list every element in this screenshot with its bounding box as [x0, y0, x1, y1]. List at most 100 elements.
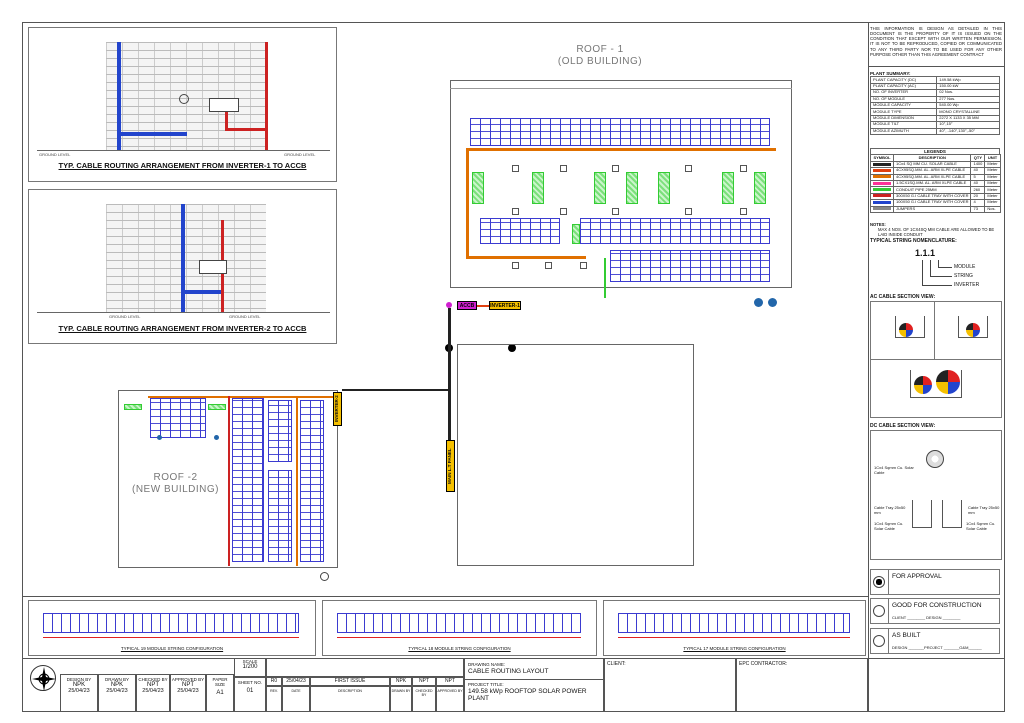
- plant-summary-cell: MODULE AZIMUTH: [869, 127, 938, 135]
- plant-summary-cell: NO. OF MODULE: [869, 95, 938, 103]
- walkway: [722, 172, 734, 204]
- string-config-18-caption: TYPICAL 18 MODULE STRING CONFIGURATION: [408, 646, 511, 651]
- epc-cell: EPC CONTRACTOR:: [736, 658, 868, 712]
- red-cable-tray: [225, 128, 267, 131]
- column: [685, 208, 692, 215]
- drawn-by-cell: DRAWN BY NPK 25/04/23: [98, 674, 136, 712]
- drawn-by-value: NPK: [110, 682, 124, 688]
- checked-date: 25/04/23: [142, 688, 164, 694]
- column: [560, 165, 567, 172]
- legend-desc: JUMPERS: [892, 205, 972, 213]
- plant-summary: PLANT SUMMARY: PLANT CAPACITY (DC)149.58…: [869, 71, 1000, 135]
- ground-level-label: GROUND LEVEL: [39, 152, 71, 157]
- inverter1-caption: TYP. CABLE ROUTING ARRANGEMENT FROM INVE…: [58, 161, 307, 170]
- approval-checkbox[interactable]: [873, 635, 885, 647]
- client-cell: CLIENT:: [604, 658, 736, 712]
- legend-header: SYMBOL: [870, 154, 894, 162]
- roof2-subtitle: (NEW BUILDING): [132, 484, 219, 495]
- ground-line: [37, 312, 330, 313]
- legend-symbol: [870, 160, 894, 169]
- main-lt-tag: MAIN L.T PANEL: [446, 440, 455, 492]
- approval-divider: [888, 570, 889, 594]
- accb-point: [446, 302, 452, 308]
- string-modules: [337, 613, 581, 633]
- nomenclature-code: 1.1.1: [915, 248, 936, 258]
- pv-array: [268, 470, 292, 562]
- compass-logo: [30, 665, 56, 691]
- legends-title: LEGENDS: [870, 148, 1000, 155]
- column: [580, 262, 587, 269]
- string-modules: [43, 613, 299, 633]
- blue-cable-tray: [117, 132, 187, 136]
- column: [612, 208, 619, 215]
- pv-array: [232, 398, 264, 562]
- plant-summary-cell: 02 Nos.: [936, 89, 1000, 97]
- red-cable-tray: [265, 42, 268, 150]
- nomenclature-lines: [938, 260, 952, 268]
- rev-drawn: NPK: [390, 677, 412, 686]
- column: [740, 165, 747, 172]
- walkway: [658, 172, 670, 204]
- approval-divider: [888, 599, 889, 623]
- legend-symbol: [870, 192, 894, 201]
- legend-swatch: [873, 168, 891, 172]
- dc-cable-tray: [466, 256, 586, 259]
- ac-cable: [477, 305, 489, 307]
- approval-sublabel: DESIGN _______PROJECT _______O&M______: [892, 645, 982, 650]
- column: [512, 262, 519, 269]
- approval-checkbox[interactable]: [873, 576, 885, 588]
- pv-array: [480, 218, 560, 244]
- design-by-label: DESIGN BY: [66, 677, 92, 682]
- ac-section-title: AC CABLE SECTION VIEW:: [870, 294, 936, 300]
- dc-section-title: DC CABLE SECTION VIEW:: [870, 423, 936, 429]
- inverter-box: [199, 260, 227, 274]
- epc-label: EPC CONTRACTOR:: [739, 661, 788, 667]
- cable-section: [966, 323, 980, 337]
- walkway: [124, 404, 142, 410]
- ground-line: [37, 150, 330, 151]
- dc-cable-section: [926, 450, 944, 468]
- legend-swatch: [873, 175, 891, 179]
- nomenclature-lines: [922, 260, 952, 286]
- drawing-name: CABLE ROUTING LAYOUT: [468, 668, 549, 675]
- walkway: [472, 172, 484, 204]
- drawn-date: 25/04/23: [106, 688, 128, 694]
- roof1-subtitle: (OLD BUILDING): [557, 56, 643, 67]
- plant-summary-cell: MODULE TYPE: [869, 108, 938, 116]
- rev-blank-row: [266, 658, 464, 677]
- walkway: [626, 172, 638, 204]
- termination-point: [508, 344, 516, 352]
- column: [612, 165, 619, 172]
- plant-summary-cell: 2272 X 1133 X 35 MM: [936, 114, 1000, 123]
- design-by-value: NPK: [72, 682, 86, 688]
- inverter-box: [209, 98, 239, 112]
- dc-cable-tray: [466, 148, 776, 151]
- dc-cable-label: 1Cx4 Sqmm Cu. Solar Cable: [874, 521, 904, 531]
- column: [740, 208, 747, 215]
- string-config-row: [22, 596, 868, 658]
- column: [685, 165, 692, 172]
- plant-summary-cell: 10°,15°: [936, 121, 1000, 129]
- inverter2-caption: TYP. CABLE ROUTING ARRANGEMENT FROM INVE…: [58, 324, 307, 333]
- legend-swatch: [873, 162, 891, 166]
- main-cable: [342, 389, 450, 391]
- plant-summary-cell: MODULE CAPACITY: [869, 101, 938, 110]
- sidebar: [868, 22, 1005, 712]
- pv-array: [580, 218, 770, 244]
- inverter2-detail-panel: GROUND LEVEL GROUND LEVEL TYP. CABLE ROU…: [28, 189, 337, 344]
- cable-tray-section: [958, 316, 988, 338]
- legend-symbol: [870, 179, 894, 188]
- plant-summary-cell: 540.00 Wp: [936, 101, 1000, 110]
- inverter1-detail-panel: GROUND LEVEL GROUND LEVEL TYP. CABLE ROU…: [28, 27, 337, 182]
- col-desc: DESCRIPTION: [310, 686, 390, 712]
- approval-checkbox[interactable]: [873, 605, 885, 617]
- scale-cell: SCALE 1/200: [234, 658, 266, 677]
- dc-cable-tray: [228, 396, 230, 566]
- plant-summary-cell: MODULE DIMENSION: [869, 114, 938, 123]
- col-approved: APPROVED BY: [436, 686, 464, 712]
- legend-swatch: [873, 188, 891, 192]
- plant-summary-cell: NO. OF INVERTER: [869, 89, 938, 97]
- plant-summary-cell: 150.00 kW: [936, 82, 1000, 91]
